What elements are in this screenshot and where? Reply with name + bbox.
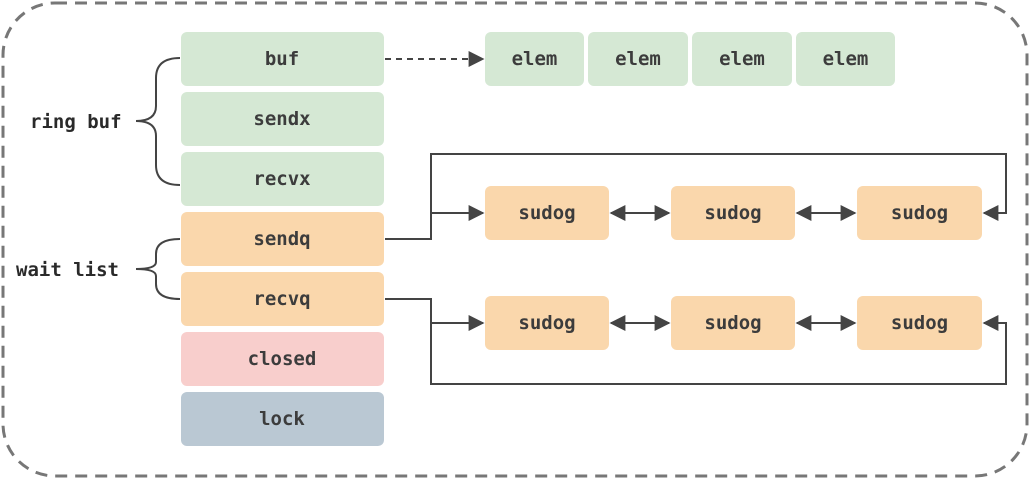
field-recvq: recvq: [181, 272, 384, 326]
recvq-connector: [385, 298, 485, 331]
wait-list-label: wait list: [16, 259, 119, 281]
recvq-loop-connector: [430, 315, 1007, 385]
sudog-label: sudog: [704, 202, 761, 224]
sendq-sudog: sudog: [671, 186, 795, 240]
field-buf: buf: [181, 32, 384, 86]
recvq-sudog: sudog: [671, 296, 795, 350]
wait-list-brace: [135, 238, 181, 300]
ring-buf-brace: [135, 57, 181, 186]
field-sendq-label: sendq: [253, 228, 310, 250]
sudog-label: sudog: [891, 312, 948, 334]
field-lock-label: lock: [259, 408, 305, 430]
recvq-sudog: sudog: [857, 296, 982, 350]
recvq-sudog: sudog: [485, 296, 609, 350]
sudog-label: sudog: [891, 202, 948, 224]
field-recvq-label: recvq: [253, 288, 310, 310]
sudog-label: sudog: [518, 202, 575, 224]
elem-label: elem: [719, 48, 765, 70]
ring-buf-label: ring buf: [30, 111, 122, 133]
field-lock: lock: [181, 392, 384, 446]
elem-box: elem: [485, 32, 584, 86]
elem-box: elem: [796, 32, 895, 86]
elem-label: elem: [823, 48, 869, 70]
field-closed: closed: [181, 332, 384, 386]
elem-box: elem: [588, 32, 688, 86]
field-recvx: recvx: [181, 152, 384, 206]
sudog-label: sudog: [518, 312, 575, 334]
sendq-loop-connector: [430, 153, 1007, 221]
elem-box: elem: [692, 32, 792, 86]
field-sendx: sendx: [181, 92, 384, 146]
sendq-sudog: sudog: [857, 186, 982, 240]
field-sendq: sendq: [181, 212, 384, 266]
field-sendx-label: sendx: [253, 108, 310, 130]
elem-label: elem: [615, 48, 661, 70]
sendq-connector: [385, 205, 485, 240]
field-recvx-label: recvx: [253, 168, 310, 190]
sudog-label: sudog: [704, 312, 761, 334]
outer-frame: [1, 1, 1029, 478]
field-closed-label: closed: [248, 348, 317, 370]
sendq-sudog: sudog: [485, 186, 609, 240]
field-buf-label: buf: [265, 48, 299, 70]
elem-label: elem: [512, 48, 558, 70]
